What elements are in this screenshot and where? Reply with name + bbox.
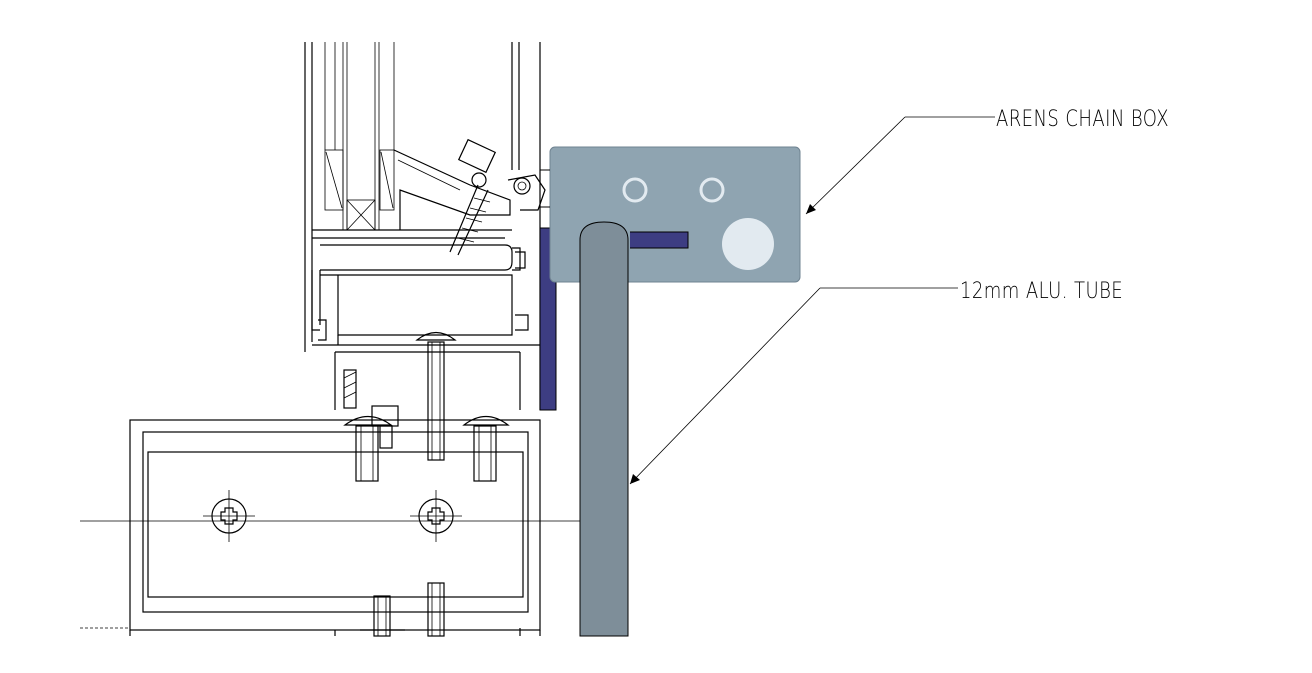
label-tube: 12mm ALU. TUBE [629, 277, 1123, 485]
fixing-screws [343, 331, 510, 637]
hinge-screw [449, 138, 546, 256]
chain-box [540, 146, 801, 283]
alu-tube [579, 221, 629, 637]
label-chain-box: ARENS CHAIN BOX [805, 105, 1169, 215]
chain-box-label: ARENS CHAIN BOX [996, 105, 1169, 131]
screw-head-left [203, 490, 255, 542]
base-box-profile [80, 419, 598, 636]
screw-head-right [410, 490, 462, 542]
window-frame-profile [304, 42, 546, 410]
tube-label: 12mm ALU. TUBE [960, 277, 1123, 303]
